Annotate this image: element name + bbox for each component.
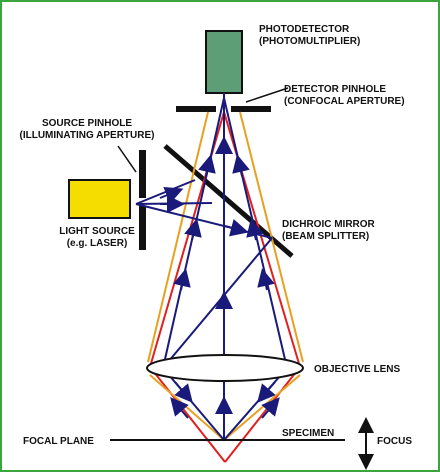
light-source-label: LIGHT SOURCE (e.g. LASER) xyxy=(59,226,135,249)
specimen-label: SPECIMEN xyxy=(282,428,335,439)
light-source-box xyxy=(68,179,131,219)
photodetector-label: PHOTODETECTOR (PHOTOMULTIPLIER) xyxy=(259,24,361,47)
detector-pinhole-label: DETECTOR PINHOLE (CONFOCAL APERTURE) xyxy=(284,84,405,107)
objective-lens-label: OBJECTIVE LENS xyxy=(314,364,401,375)
detector-pinhole-left xyxy=(176,106,216,112)
detector-pinhole-right xyxy=(231,106,271,112)
optical-axis-paths xyxy=(135,93,288,442)
focal-plane-label: FOCAL PLANE xyxy=(23,436,94,447)
source-pinhole-top xyxy=(139,150,146,198)
photodetector-box xyxy=(205,30,243,94)
source-pinhole-leader xyxy=(117,145,137,173)
direction-arrows xyxy=(159,136,280,420)
source-pinhole-label: SOURCE PINHOLE (ILLUMINATING APERTURE) xyxy=(19,118,155,141)
emission-rays xyxy=(147,111,304,441)
detector-pinhole-leader xyxy=(245,87,289,103)
focus-label: FOCUS xyxy=(377,436,412,447)
source-pinhole-bottom xyxy=(139,206,146,250)
objective-lens xyxy=(146,354,304,382)
dichroic-mirror-label: DICHROIC MIRROR (BEAM SPLITTER) xyxy=(282,219,375,242)
